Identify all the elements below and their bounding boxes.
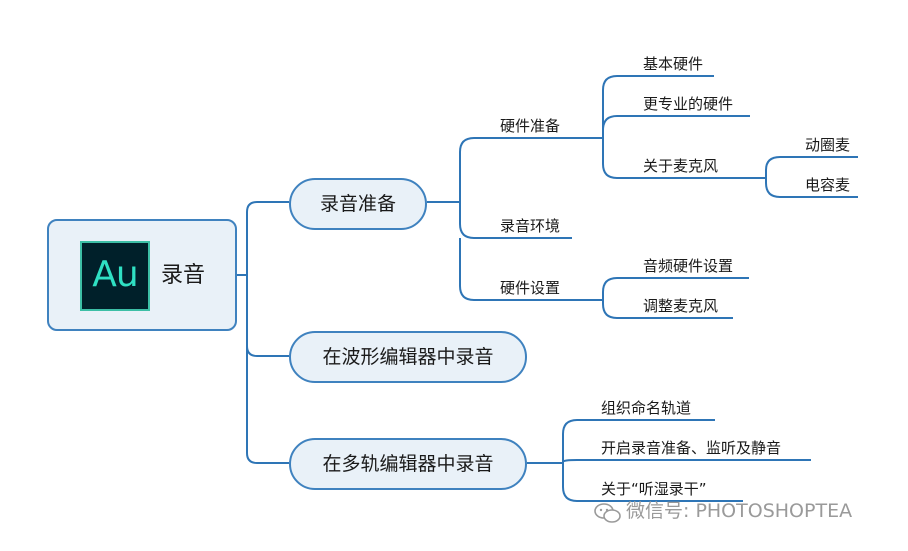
node-audio-hardware-settings[interactable]: 音频硬件设置	[643, 257, 734, 275]
node-pro-hardware[interactable]: 更专业的硬件	[643, 95, 734, 113]
node-recording-environment[interactable]: 录音环境	[500, 217, 561, 235]
link-multi-name	[562, 419, 715, 463]
link-prep-env	[459, 202, 572, 239]
node-adjust-microphone[interactable]: 调整麦克风	[643, 297, 719, 315]
link-hwprep-mic	[602, 138, 766, 179]
link-multi-wet	[562, 463, 743, 502]
root-label: 录音	[161, 263, 206, 288]
link-prep-hwprep	[459, 137, 603, 202]
root-node[interactable]: Au 录音	[47, 219, 237, 331]
node-hardware-prep[interactable]: 硬件准备	[500, 117, 561, 135]
node-recording-prep[interactable]: 录音准备	[289, 178, 427, 230]
node-dynamic-mic[interactable]: 动圈麦	[805, 136, 851, 154]
link-multi-arm	[562, 459, 811, 463]
node-name-tracks[interactable]: 组织命名轨道	[601, 399, 692, 417]
link-root-prep	[246, 201, 289, 275]
node-wet-dry[interactable]: 关于“听湿录干”	[601, 480, 707, 498]
node-condenser-mic[interactable]: 电容麦	[805, 176, 851, 194]
link-root-waveform	[246, 275, 289, 357]
wechat-icon	[594, 503, 621, 523]
watermark-text: 微信号: PHOTOSHOPTEA	[626, 500, 853, 522]
audition-logo-icon: Au	[80, 241, 150, 311]
link-hwset-audio	[602, 277, 749, 300]
link-prep-hwset	[459, 238, 603, 301]
link-hwprep-basic	[602, 75, 714, 138]
node-waveform-recording[interactable]: 在波形编辑器中录音	[289, 331, 527, 383]
node-basic-hardware[interactable]: 基本硬件	[643, 55, 704, 73]
node-hardware-settings[interactable]: 硬件设置	[500, 279, 561, 297]
link-root-multitrack	[246, 346, 289, 464]
node-about-microphone[interactable]: 关于麦克风	[643, 157, 719, 175]
node-multitrack-recording[interactable]: 在多轨编辑器中录音	[289, 438, 527, 490]
link-hwprep-pro	[602, 115, 750, 138]
link-hwset-mic	[602, 300, 733, 319]
node-arm-monitor-mute[interactable]: 开启录音准备、监听及静音	[601, 439, 782, 457]
link-mic-condenser	[765, 178, 858, 198]
link-mic-dynamic	[765, 156, 858, 178]
